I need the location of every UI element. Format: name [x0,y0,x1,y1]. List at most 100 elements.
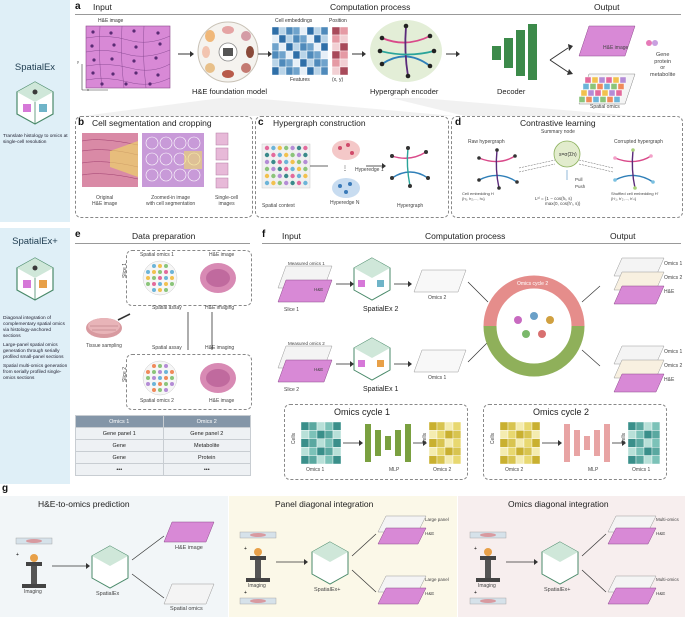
embedding-matrix-graphic [272,27,349,75]
cyc1-mlp-label: MLP [389,467,400,473]
panel-letter-e: e [75,229,81,240]
table-cell: Metabolite [162,439,251,452]
summary-node-label: Summary node [541,129,575,135]
table-row: Gene Protein [75,451,251,464]
table-cell: Gene [75,451,164,464]
g-col3-model: SpatialEx+ [544,587,571,593]
cyc1-cells2-label: Cells [422,432,429,445]
imaging2-label: H&E imaging [205,345,235,351]
svg-text:+: + [474,546,477,552]
assay2-label: Spatial assay [152,345,182,351]
g-col2-out2: Large panel [425,577,449,582]
panel-letter-a: a [75,1,81,12]
slice2-label: Slice 2 [122,366,129,383]
panel-a-divider [75,14,681,15]
panel-g-graphic: + ++ ++ [15,515,657,605]
g-col2-imaging: Imaging [248,583,266,589]
sidebar-title-spatialex: SpatialEx [14,62,56,73]
panel-b-title: Cell segmentation and cropping [92,118,212,128]
original-he-label: Original H&E image [92,195,118,207]
sidebar-spatialex: SpatialEx Translate histology to omics a… [0,0,70,222]
g-col3-out1: Multi-omics [656,517,679,522]
decoder-label: Decoder [497,87,526,96]
spatialex-cube-icon [16,81,54,125]
bullet-item: Diagonal integration of complementary sp… [3,316,65,339]
hypergraph-encoder-graphic [370,20,442,82]
arrow-icon [446,51,460,57]
bullet-item: Translate histology to omics at single-c… [3,134,68,145]
arrow-icon [178,51,194,57]
svg-text:+: + [16,552,19,558]
cyc1-in-label: Omics 1 [306,467,325,473]
shuffled-embedding-label: Shuffled cell embedding H' {h'₁, h'₂,...… [611,191,659,201]
slice2-graphic [142,360,236,396]
spatialex-plus-cube-icon [16,257,54,301]
panel-c-title: Hypergraph construction [273,118,366,128]
hyperedge-1-label: Hyperedge 1 [355,167,384,173]
cycle1-label: Omics cycle 1 [517,349,549,355]
xy-label: (x, y) [332,77,344,83]
table-header-cell: Omics 2 [162,415,251,428]
cyc1-cells-label: Cells [291,432,298,445]
bullet-item: Large-panel spatial omics generation thr… [3,342,64,360]
g-col3-out2: Multi-omics [656,577,679,582]
cyc1-out-label: Omics 2 [433,467,452,473]
table-header-cell: Omics 1 [75,415,164,428]
out-top-1: Omics 1 [664,261,683,267]
g-col2-out2b: H&E [425,591,435,596]
axis-x-label: x [87,87,89,92]
detail-connectors [83,98,635,116]
panel-f-output-header: Output [610,231,636,241]
cyc2-cells-label: Cells [490,432,497,445]
push-label: Push [575,184,586,189]
hypergraph-encoder-label: Hypergraph encoder [370,87,439,96]
out-bot-1: Omics 1 [664,349,683,355]
table-header-row: Omics 1 Omics 2 [75,415,251,428]
out-top-3: H&E [664,289,675,295]
table-cell: Gene [75,439,164,452]
slice-arrows-icon [187,312,213,350]
hypergraph-construction-graphic: ⋮ [261,140,430,198]
omics2-mid-label: Omics 2 [428,295,447,301]
model-bottom-label: SpatialEx 1 [363,386,399,393]
svg-text:⋮: ⋮ [342,166,348,172]
panel-a-output-header: Output [594,2,620,12]
out-bot-3: H&E [664,377,675,383]
foundation-model-label: H&E foundation model [192,87,268,96]
spatial-context-label: Spatial context [262,203,295,209]
g-col2-model: SpatialEx+ [314,587,341,593]
panel-e-title: Data preparation [132,231,196,241]
cyc2-in-label: Omics 2 [505,467,524,473]
he-bottom-label: H&E [314,367,324,372]
g-col2-out1: Large panel [425,517,449,522]
panel-d-title: Contrastive learning [520,118,596,128]
contrastive-learning-graphic: s=σ(Σh) [477,140,655,190]
raw-hypergraph-label: Raw hypergraph [468,139,505,145]
cell-embedding-label: Cell embedding H {h₁, h₂,..., hₙ} [462,191,494,201]
panel-letter-f: f [262,229,266,240]
spatial-omics-2-label: Spatial omics 2 [140,398,174,404]
g-col3-imaging: Imaging [478,583,496,589]
omics1-mid-label: Omics 1 [428,375,447,381]
imaging1-label: H&E imaging [205,305,235,311]
omics-table: Omics 1 Omics 2 Gene panel 1 Gene panel … [75,415,251,476]
panel-f-graphic [277,257,665,393]
g-col1-title: H&E-to-omics prediction [38,499,130,509]
output-arrows-icon [549,44,573,75]
he-image-label: H&E image [98,18,124,24]
panel-letter-g: g [2,483,9,494]
corrupted-hypergraph-label: Corrupted hypergraph [614,139,663,145]
hypergraph-label: Hypergraph [397,203,424,209]
pull-label: Pull [575,177,583,182]
g-col1-out1: H&E image [175,545,203,551]
foundation-model-graphic [197,21,259,83]
hyperedge-n-label: Hyperedge N [330,200,360,206]
features-label: Features [290,77,310,83]
loss-formula: Lᶜˡ = {1 − cos(hᵢ, s) max(0, cos(h'ᵢ, s)… [535,196,581,207]
table-row: Gene panel 1 Gene panel 2 [75,427,251,440]
table-cell: Gene panel 2 [162,427,251,440]
g-col1-imaging: Imaging [24,589,42,595]
output-he-label: H&E image [603,45,629,51]
measured-omics-2-label: Measured omics 2 [288,341,325,346]
